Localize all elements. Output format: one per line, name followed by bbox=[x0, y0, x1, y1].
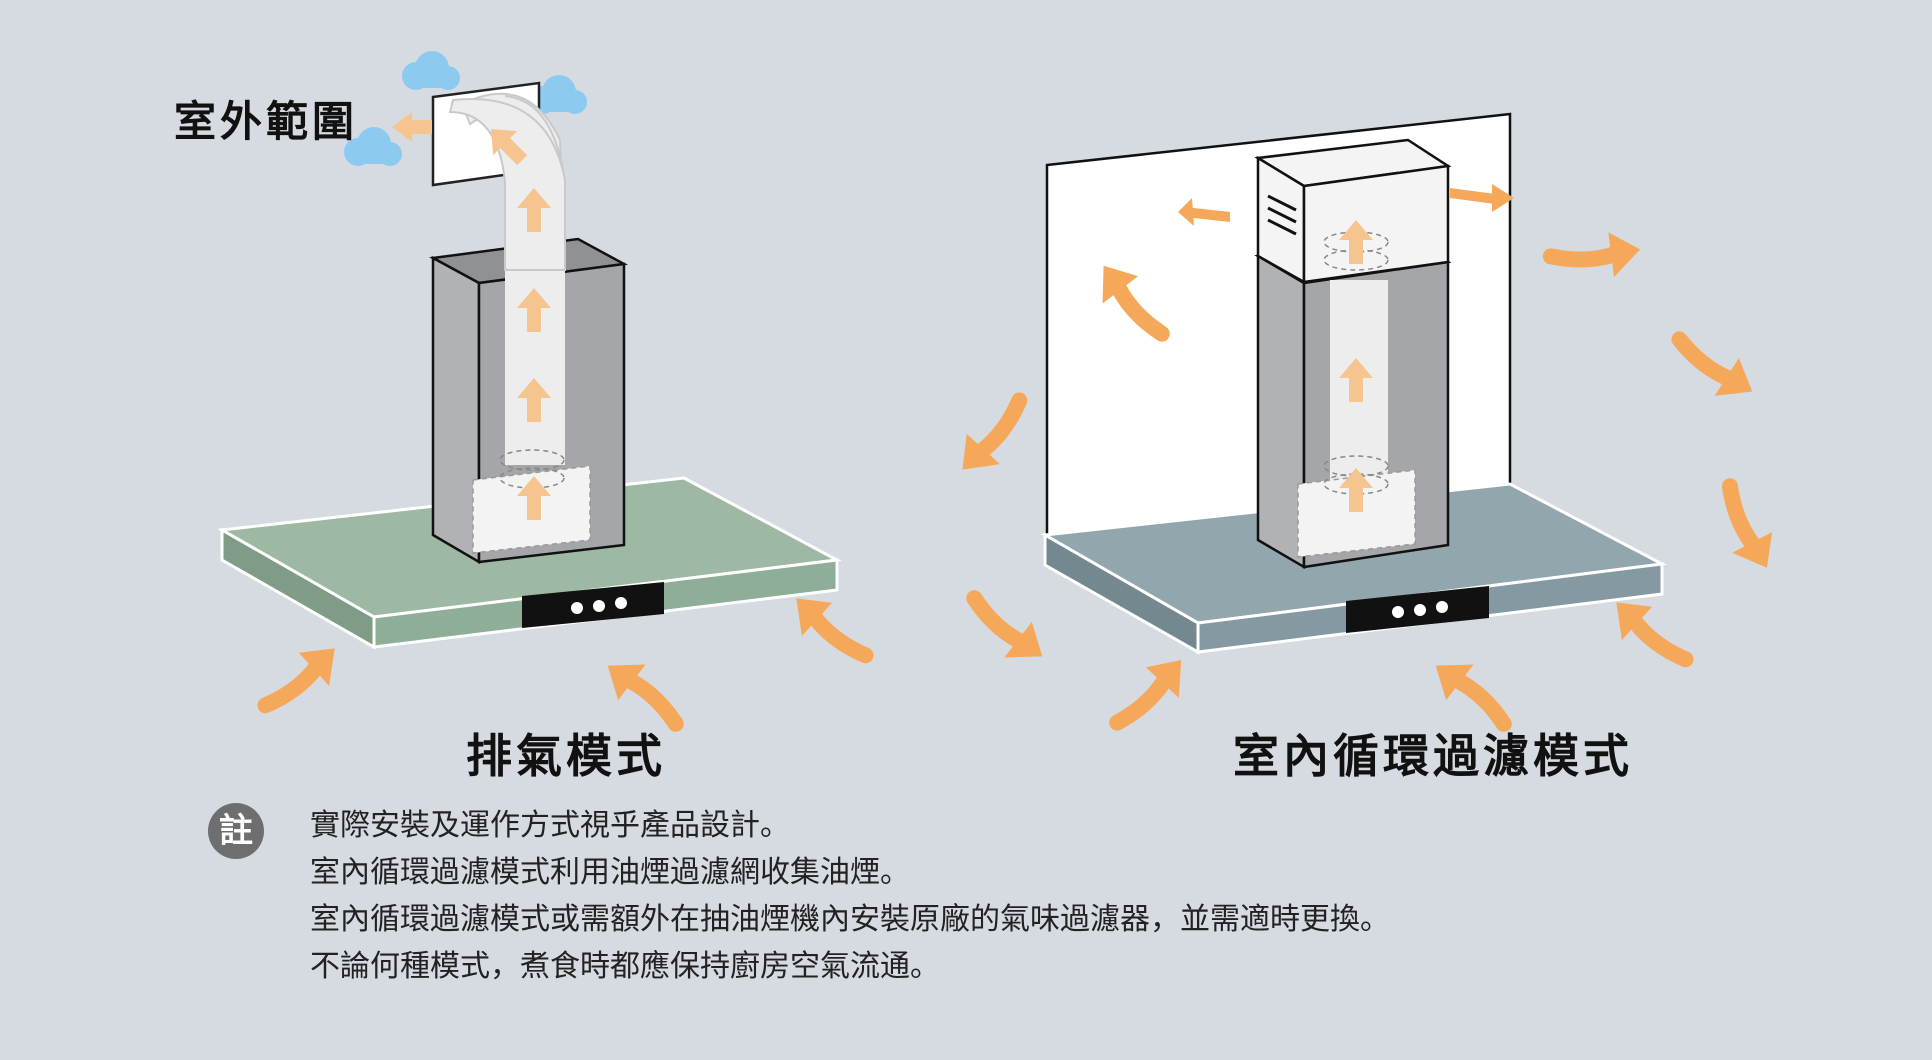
curved-arrow-icon bbox=[789, 596, 874, 655]
exhaust-mode-illustration bbox=[217, 51, 874, 740]
note-line: 不論何種模式，煮食時都應保持廚房空氣流通。 bbox=[310, 949, 940, 984]
vent-arrow-icon bbox=[1178, 198, 1230, 226]
recirculation-mode-illustration bbox=[960, 112, 1776, 740]
note-badge: 註 bbox=[208, 803, 264, 859]
vent-arrow-icon bbox=[1450, 184, 1514, 212]
outflow-arrow-icon bbox=[392, 112, 432, 142]
button-dots-icon bbox=[571, 602, 583, 614]
curved-arrow-icon bbox=[960, 393, 1019, 478]
curved-arrow-icon bbox=[974, 582, 1044, 671]
note-line: 室內循環過濾模式利用油煙過濾網收集油煙。 bbox=[310, 855, 910, 890]
button-dots-icon bbox=[1392, 606, 1404, 618]
note-line: 室內循環過濾模式或需額外在抽油煙機內安裝原廠的氣味過濾器，並需適時更換。 bbox=[310, 902, 1390, 937]
cloud-icon bbox=[402, 51, 460, 90]
note-line: 實際安裝及運作方式視乎產品設計。 bbox=[310, 808, 790, 843]
outdoor-area-label: 室外範圍 bbox=[174, 97, 359, 146]
curved-arrow-icon bbox=[258, 646, 343, 705]
exhaust-mode-title: 排氣模式 bbox=[466, 729, 666, 783]
filter-box bbox=[1254, 138, 1452, 285]
curved-arrow-icon bbox=[1105, 658, 1192, 723]
recirculation-mode-title: 室內循環過濾模式 bbox=[1233, 729, 1633, 783]
curved-arrow-icon bbox=[1723, 486, 1776, 568]
curved-arrow-icon bbox=[1609, 600, 1694, 659]
notes-list: 實際安裝及運作方式視乎產品設計。 室內循環過濾模式利用油煙過濾網收集油煙。 室內… bbox=[310, 802, 1390, 990]
curved-arrow-icon bbox=[1551, 215, 1641, 290]
recirculation-chimney bbox=[1254, 234, 1452, 570]
curved-arrow-icon bbox=[1679, 320, 1754, 410]
